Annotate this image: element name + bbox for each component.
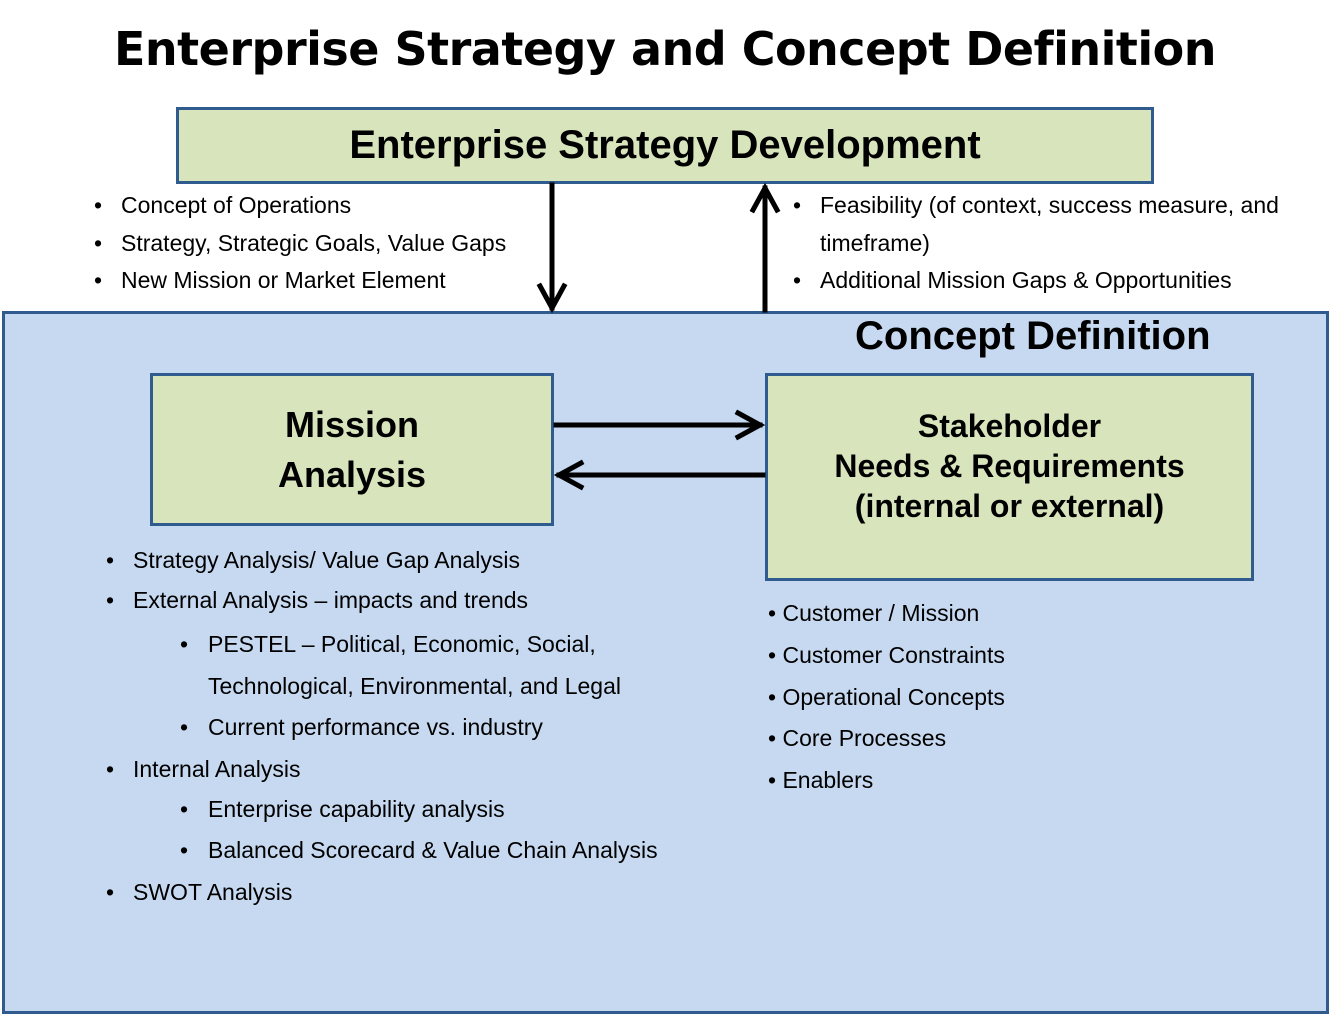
list-item: Current performance vs. industry xyxy=(180,707,693,749)
list-item: Concept of Operations xyxy=(94,187,506,225)
list-item: Feasibility (of context, success measure… xyxy=(793,187,1320,262)
list-item: Strategy, Strategic Goals, Value Gaps xyxy=(94,225,506,263)
list-item: SWOT Analysis xyxy=(106,872,693,912)
concept-definition-title: Concept Definition xyxy=(855,314,1211,358)
stakeholder-box-line: Needs & Requirements xyxy=(834,448,1185,484)
stakeholder-needs-list: • Customer / Mission • Customer Constrai… xyxy=(768,593,1005,802)
mission-analysis-list: Strategy Analysis/ Value Gap Analysis Ex… xyxy=(106,540,693,912)
up-arrow-head xyxy=(749,182,781,214)
list-item: External Analysis – impacts and trends xyxy=(106,580,693,620)
page-title: Enterprise Strategy and Concept Definiti… xyxy=(113,22,1217,76)
list-item: • Enablers xyxy=(768,767,874,794)
mission-box-line: Analysis xyxy=(277,453,427,495)
list-item: Internal Analysis xyxy=(106,749,693,789)
list-item-text: Operational Concepts xyxy=(782,683,1005,710)
strategy-to-concept-list: Concept of Operations Strategy, Strategi… xyxy=(94,187,506,300)
stakeholder-box-line: (internal or external) xyxy=(854,488,1165,524)
list-item: Additional Mission Gaps & Opportunities xyxy=(793,262,1320,300)
down-arrow-head xyxy=(536,282,568,314)
list-item-text: Core Processes xyxy=(782,725,947,752)
list-item: • Customer Constraints xyxy=(768,641,1005,668)
mission-box-line: Mission xyxy=(284,403,419,445)
list-item: PESTEL – Political, Economic, Social, Te… xyxy=(180,624,693,707)
list-item: Strategy Analysis/ Value Gap Analysis xyxy=(106,540,693,580)
list-item: • Operational Concepts xyxy=(768,683,1005,710)
list-item: Enterprise capability analysis xyxy=(180,789,693,831)
list-item-text: Customer Constraints xyxy=(782,641,1005,668)
list-item: • Core Processes xyxy=(768,725,947,752)
concept-to-strategy-list: Feasibility (of context, success measure… xyxy=(793,187,1320,300)
list-item: • Customer / Mission xyxy=(768,600,980,626)
mission-analysis-box: Mission Analysis xyxy=(150,373,554,526)
list-item-text: Customer / Mission xyxy=(782,600,980,626)
enterprise-strategy-label: Enterprise Strategy Development xyxy=(349,123,981,167)
list-item: New Mission or Market Element xyxy=(94,262,506,300)
list-item-text: Enablers xyxy=(782,767,874,794)
list-item: Balanced Scorecard & Value Chain Analysi… xyxy=(180,830,693,872)
stakeholder-box-line: Stakeholder xyxy=(917,408,1102,444)
enterprise-strategy-box: Enterprise Strategy Development xyxy=(176,107,1154,184)
right-arrow-head xyxy=(734,409,766,441)
left-arrow-head xyxy=(553,459,585,491)
stakeholder-needs-box: Stakeholder Needs & Requirements (intern… xyxy=(765,373,1254,581)
